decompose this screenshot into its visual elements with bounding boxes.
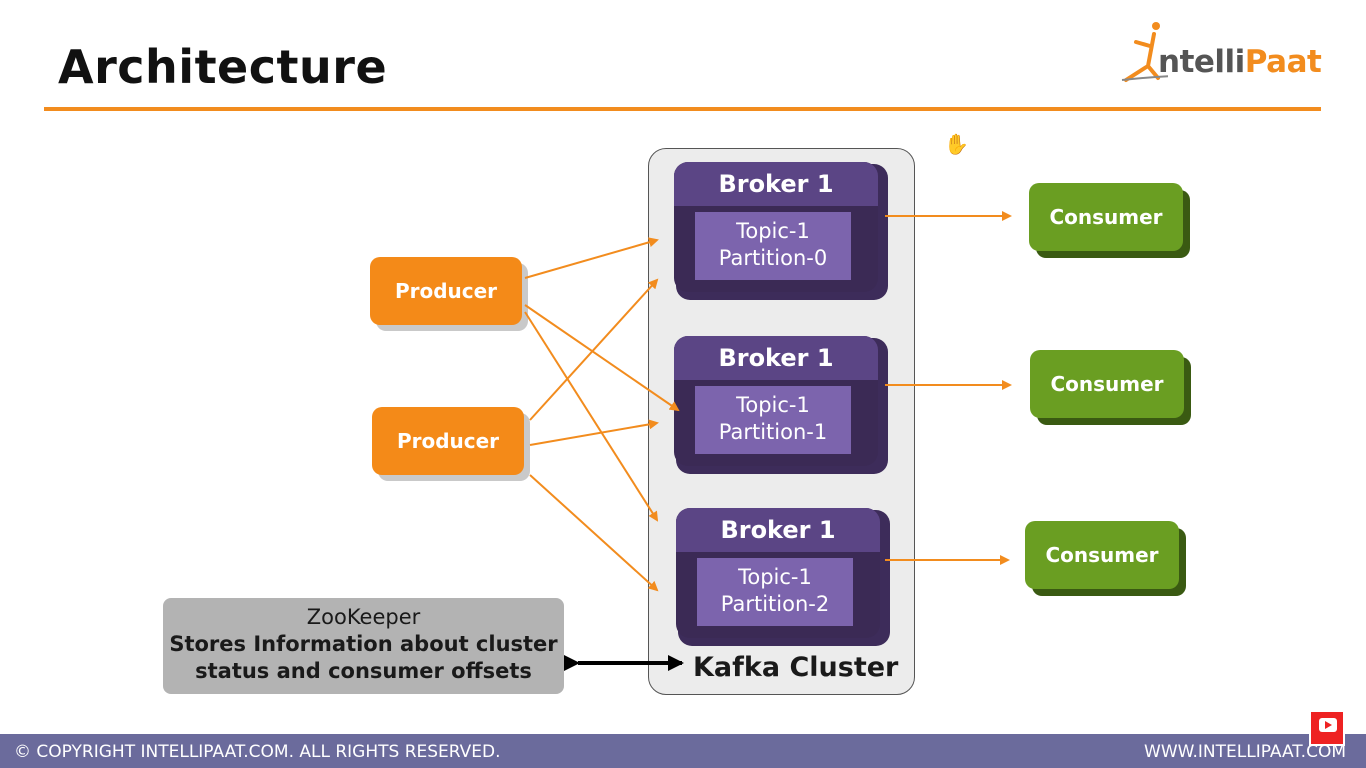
intellipaat-logo: ntelliPaat: [1118, 18, 1328, 88]
topic-partition-box: Topic-1 Partition-1: [695, 386, 851, 454]
broker-label: Broker 1: [674, 336, 878, 380]
logo-figure-icon: [1121, 22, 1168, 82]
website-text: WWW.INTELLIPAAT.COM: [1144, 742, 1346, 762]
consumer-0: Consumer: [1029, 183, 1183, 251]
arrow-producer1-broker2: [529, 474, 659, 592]
broker-2: Broker 1 Topic-1 Partition-2: [676, 508, 880, 638]
arrow-producer0-broker0: [524, 237, 659, 279]
topic-partition-box: Topic-1 Partition-0: [695, 212, 851, 280]
hand-cursor-icon: ✋: [944, 132, 969, 156]
copyright-text: © COPYRIGHT INTELLIPAAT.COM. ALL RIGHTS …: [14, 742, 501, 762]
zookeeper-line2: status and consumer offsets: [195, 659, 532, 683]
zookeeper-title: ZooKeeper: [306, 605, 421, 629]
broker-label: Broker 1: [674, 162, 878, 206]
broker-0: Broker 1 Topic-1 Partition-0: [674, 162, 878, 292]
arrow-producer1-broker1: [529, 419, 659, 446]
zookeeper-line1: Stores Information about cluster: [169, 632, 558, 656]
topic-label: Topic-1: [736, 219, 810, 243]
arrow-producer1-broker0: [529, 278, 659, 421]
arrow-producer0-broker2: [524, 311, 659, 522]
consumer-2: Consumer: [1025, 521, 1179, 589]
youtube-subscribe-icon[interactable]: [1309, 710, 1345, 746]
topic-label: Topic-1: [738, 565, 812, 589]
broker-label: Broker 1: [676, 508, 880, 552]
kafka-cluster-label: Kafka Cluster: [693, 652, 899, 683]
arrow-producer0-broker1: [524, 304, 680, 412]
consumer-1: Consumer: [1030, 350, 1184, 418]
partition-label: Partition-1: [718, 420, 828, 444]
title-underline: [44, 107, 1321, 111]
producer-1: Producer: [372, 407, 524, 475]
topic-label: Topic-1: [736, 393, 810, 417]
partition-label: Partition-2: [720, 592, 830, 616]
zookeeper-box: ZooKeeper Stores Information about clust…: [163, 598, 564, 694]
topic-partition-box: Topic-1 Partition-2: [697, 558, 853, 626]
footer-bar: © COPYRIGHT INTELLIPAAT.COM. ALL RIGHTS …: [0, 734, 1366, 768]
broker-1: Broker 1 Topic-1 Partition-1: [674, 336, 878, 466]
page-title: Architecture: [58, 40, 388, 94]
partition-label: Partition-0: [718, 246, 828, 270]
producer-0: Producer: [370, 257, 522, 325]
logo-text: ntelliPaat: [1158, 44, 1322, 80]
